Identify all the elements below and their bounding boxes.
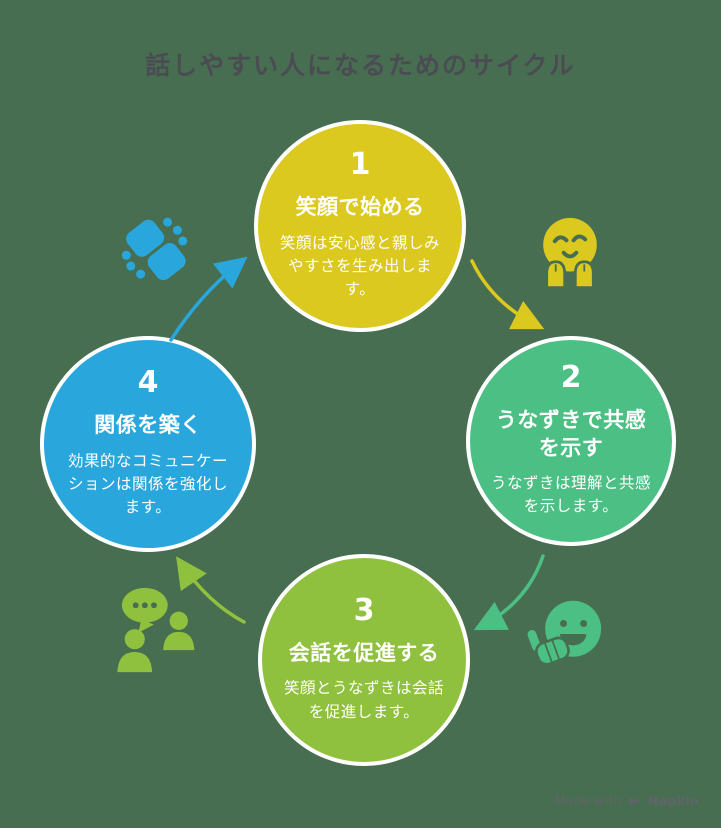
step-description: 効果的なコミュニケーションは関係を強化します。: [67, 451, 228, 517]
step-number: 4: [137, 365, 159, 401]
step-title: 関係を築く: [94, 413, 202, 438]
watermark-brand: Napkin: [647, 793, 699, 808]
napkin-watermark[interactable]: Made with Napkin: [555, 793, 699, 808]
handshake-icon: [121, 217, 188, 281]
step-number: 2: [560, 360, 582, 396]
step-description: 笑顔は安心感と親しみやすさを生み出します。: [279, 233, 440, 299]
step-title: 笑顔で始める: [295, 195, 425, 220]
step-title: 会話を促進する: [288, 641, 440, 666]
step-circle-3: 3 会話を促進する 笑顔とうなずきは会話を促進します。: [258, 554, 470, 766]
conversation-icon: [117, 587, 195, 673]
step-description: うなずきは理解と共感を示します。: [490, 474, 651, 516]
step-circle-1: 1 笑顔で始める 笑顔は安心感と親しみやすさを生み出します。: [254, 120, 466, 332]
step-number: 1: [349, 147, 371, 183]
watermark-prefix: Made with: [554, 793, 622, 808]
step-circle-2: 2 うなずきで共感を示す うなずきは理解と共感を示します。: [466, 336, 676, 546]
step-description: 笑顔とうなずきは会話を促進します。: [283, 679, 444, 721]
page-title: 話しやすい人になるためのサイクル: [145, 51, 576, 80]
thumbs-up-face-icon: [525, 600, 602, 666]
step-circle-4: 4 関係を築く 効果的なコミュニケーションは関係を強化します。: [40, 336, 256, 552]
hugging-face-icon: [543, 217, 597, 289]
step-title: うなずきで共感を示す: [495, 408, 647, 460]
napkin-logo-icon: [628, 796, 641, 805]
step-number: 3: [353, 593, 375, 629]
